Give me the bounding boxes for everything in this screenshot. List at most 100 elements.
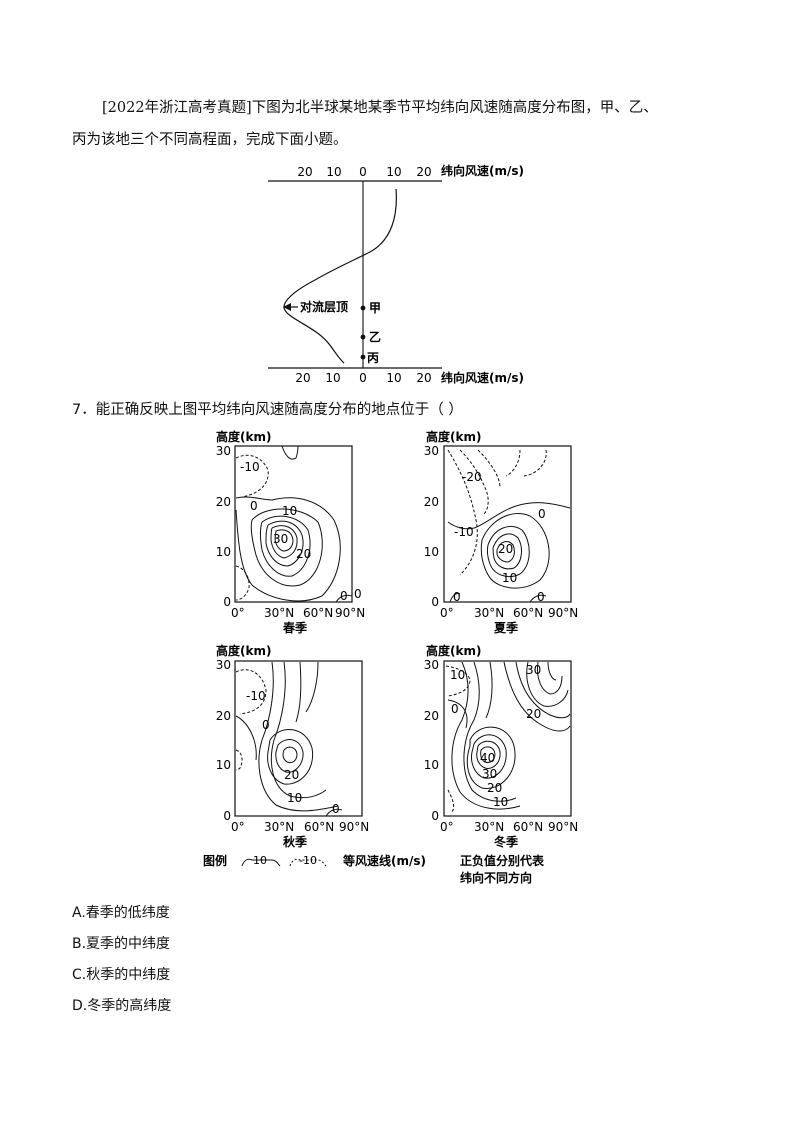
summer-y-title: 高度(km) <box>426 429 481 444</box>
wind-speed-curve <box>283 188 397 364</box>
option-d[interactable]: D.冬季的高纬度 <box>72 998 172 1014</box>
summer-label-0b: 0 <box>453 590 461 604</box>
legend-prefix: 图例 <box>203 853 227 868</box>
intro-line-1: [2022年浙江高考真题]下图为北半球某地某季节平均纬向风速随高度分布图，甲、乙… <box>102 100 658 116</box>
spring-ytick-20: 20 <box>216 495 231 509</box>
legend-solid-value: 10 <box>253 854 267 867</box>
winter-xtick-0: 0° <box>440 820 454 834</box>
intro-line-2: 丙为该地三个不同高程面，完成下面小题。 <box>72 132 348 148</box>
winter-label-30b: 30 <box>482 767 497 781</box>
bottom-tick-3: 0 <box>359 371 367 385</box>
bottom-tick-2: 10 <box>325 371 340 385</box>
panel-spring: 高度(km) 30 20 10 0 0° 30°N 60°N 90°N 春季 -… <box>216 429 366 635</box>
panel-summer: 高度(km) 30 20 10 0 0° 30°N 60°N 90°N 夏季 -… <box>424 429 579 635</box>
bottom-tick-5: 20 <box>416 371 431 385</box>
autumn-label-20: 20 <box>284 768 299 782</box>
spring-xtick-60: 60°N <box>303 606 333 620</box>
legend-dashed-line <box>289 858 327 867</box>
panel-autumn: 高度(km) 30 20 10 0 0° 30°N 60°N 90°N 秋季 -… <box>216 643 370 849</box>
spring-xtick-0: 0° <box>231 606 245 620</box>
legend-dashed-value: -10 <box>299 854 317 867</box>
autumn-label-0b: 0 <box>332 802 340 816</box>
bottom-axis-title: 纬向风速(m/s) <box>441 370 524 385</box>
autumn-ytick-30: 30 <box>216 658 231 672</box>
top-tick-2: 10 <box>326 165 341 179</box>
level-jia: 甲 <box>369 301 381 315</box>
summer-ytick-0: 0 <box>431 595 439 609</box>
summer-xtick-0: 0° <box>440 606 454 620</box>
top-tick-5: 20 <box>416 165 431 179</box>
winter-label-20a: 20 <box>526 707 541 721</box>
bottom-tick-4: 10 <box>386 371 401 385</box>
autumn-ytick-0: 0 <box>223 809 231 823</box>
summer-label-10: 10 <box>502 571 517 585</box>
summer-ytick-20: 20 <box>424 495 439 509</box>
autumn-xtick-90: 90°N <box>339 820 369 834</box>
summer-label-20: 20 <box>498 542 513 556</box>
spring-label-20: 20 <box>296 547 311 561</box>
winter-ytick-0: 0 <box>431 809 439 823</box>
spring-label-0b: 0 <box>340 589 348 603</box>
summer-xtick-30: 30°N <box>474 606 504 620</box>
option-b[interactable]: B.夏季的中纬度 <box>72 936 171 952</box>
summer-xtick-60: 60°N <box>513 606 543 620</box>
summer-xtick-90: 90°N <box>548 606 578 620</box>
answer-options: A.春季的低纬度 B.夏季的中纬度 C.秋季的中纬度 D.冬季的高纬度 <box>72 898 171 1022</box>
summer-label-neg20: -20 <box>462 470 482 484</box>
summer-title: 夏季 <box>494 620 519 635</box>
option-c[interactable]: C.秋季的中纬度 <box>72 967 171 983</box>
autumn-y-title: 高度(km) <box>216 643 271 658</box>
winter-title: 冬季 <box>494 834 519 849</box>
winter-xtick-60: 60°N <box>513 820 543 834</box>
level-yi: 乙 <box>369 330 381 344</box>
autumn-xtick-30: 30°N <box>264 820 294 834</box>
top-tick-1: 20 <box>297 165 312 179</box>
winter-label-30a: 30 <box>526 663 541 677</box>
autumn-label-10: 10 <box>287 791 302 805</box>
option-a[interactable]: A.春季的低纬度 <box>72 905 170 921</box>
summer-label-0c: 0 <box>537 590 545 604</box>
summer-ytick-30: 30 <box>424 444 439 458</box>
winter-label-10b: 10 <box>493 795 508 809</box>
intro-paragraph: [2022年浙江高考真题]下图为北半球某地某季节平均纬向风速随高度分布图，甲、乙… <box>72 92 722 156</box>
summer-label-0a: 0 <box>538 507 546 521</box>
bottom-tick-1: 20 <box>295 371 310 385</box>
spring-label-30: 30 <box>273 532 288 546</box>
spring-xtick-30: 30°N <box>264 606 294 620</box>
winter-xtick-30: 30°N <box>474 820 504 834</box>
legend: 图例 10 -10 等风速线(m/s) 正负值分别代表 纬向不同方向 <box>203 853 545 885</box>
winter-label-0: 0 <box>451 702 459 716</box>
winter-ytick-10: 10 <box>424 758 439 772</box>
legend-solid-line <box>241 858 281 867</box>
spring-label-10: 10 <box>282 504 297 518</box>
winter-label-40: 40 <box>480 751 495 765</box>
autumn-xtick-60: 60°N <box>304 820 334 834</box>
question-7: 7．能正确反映上图平均纬向风速随高度分布的地点位于（ ） <box>72 402 463 418</box>
spring-label-0c: 0 <box>354 587 362 601</box>
top-tick-3: 0 <box>359 165 367 179</box>
level-bing: 丙 <box>367 351 379 365</box>
legend-text-3: 纬向不同方向 <box>460 870 532 885</box>
autumn-xtick-0: 0° <box>231 820 245 834</box>
winter-label-10a: 10 <box>450 668 465 682</box>
tropopause-label: 对流层顶 <box>300 299 348 314</box>
spring-ytick-30: 30 <box>216 444 231 458</box>
spring-title: 春季 <box>282 620 308 635</box>
winter-ytick-20: 20 <box>424 709 439 723</box>
spring-xtick-90: 90°N <box>335 606 365 620</box>
summer-ytick-10: 10 <box>424 545 439 559</box>
winter-ytick-30: 30 <box>424 658 439 672</box>
autumn-label-0a: 0 <box>262 718 270 732</box>
spring-label-neg10: -10 <box>240 460 260 474</box>
top-tick-4: 10 <box>386 165 401 179</box>
autumn-ytick-10: 10 <box>216 758 231 772</box>
spring-ytick-0: 0 <box>223 595 231 609</box>
spring-label-0a: 0 <box>250 499 258 513</box>
legend-text-2: 正负值分别代表 <box>460 853 545 868</box>
winter-xtick-90: 90°N <box>548 820 578 834</box>
legend-text-1: 等风速线(m/s) <box>342 853 426 868</box>
top-axis-title: 纬向风速(m/s) <box>441 163 524 178</box>
winter-y-title: 高度(km) <box>426 643 481 658</box>
